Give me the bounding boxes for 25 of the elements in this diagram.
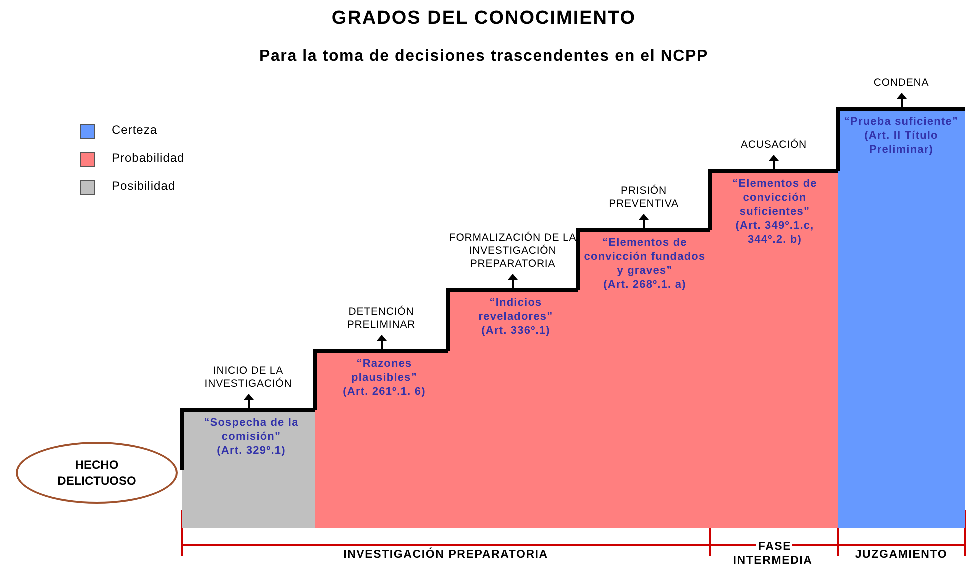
criterion-text: “Indicios reveladores” (478, 296, 554, 324)
diagram-title: GRADOS DEL CONOCIMIENTO (330, 8, 638, 30)
criterion-text: “Razones plausibles” (350, 357, 418, 385)
stage-heading: DETENCIÓN PRELIMINAR (346, 306, 417, 332)
stage-heading: PRISIÓN PREVENTIVA (608, 185, 680, 211)
legend-label: Probabilidad (112, 151, 185, 165)
article-reference: (Art. 349º.1.c, 344º.2. b) (734, 219, 816, 247)
stage-heading: FORMALIZACIÓN DE LA INVESTIGACIÓN PREPARATORIA (448, 232, 578, 271)
criterion-text: “Elementos de convicción suficientes” (732, 177, 818, 219)
stage-heading: ACUSACIÓN (740, 139, 808, 152)
stage-heading: CONDENA (872, 77, 930, 90)
criterion-text: “Prueba suficiente” (843, 115, 960, 129)
event-label: HECHO DELICTUOSO (57, 457, 137, 489)
article-reference: (Art. 336º.1) (480, 324, 552, 338)
stage-heading: INICIO DE LA INVESTIGACIÓN (204, 365, 294, 391)
article-reference: (Art. 329º.1) (216, 444, 287, 458)
criterion-text: “Elementos de convicción fundados y graves” (584, 236, 706, 278)
article-reference: (Art. II Título Preliminar) (864, 129, 940, 157)
legend-label: Certeza (112, 123, 158, 137)
article-reference: (Art. 261º.1. 6) (342, 385, 427, 399)
diagram-subtitle: Para la toma de decisiones trascendentes en el NCPP (258, 48, 710, 66)
article-reference: (Art. 268º.1. a) (602, 278, 688, 292)
legend-label: Posibilidad (112, 179, 176, 193)
criterion-text: “Sospecha de la comisión” (203, 416, 300, 444)
event-ellipse (16, 442, 178, 504)
